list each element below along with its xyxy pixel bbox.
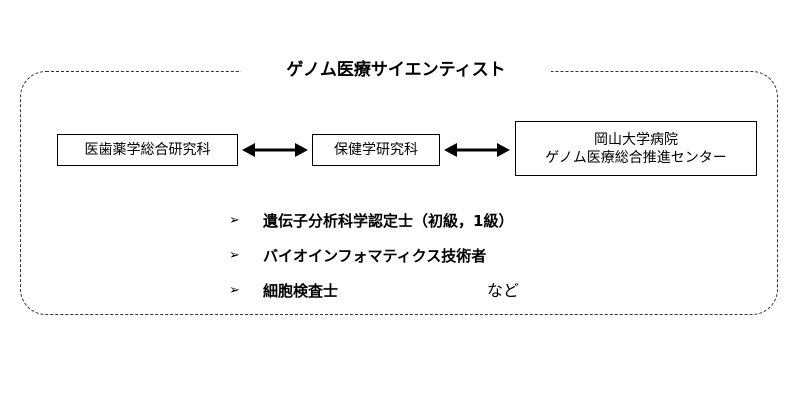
box-label-line2: ゲノム医療総合推進センター [545,149,727,166]
box-label: 医歯薬学総合研究科 [84,142,211,158]
box-graduate-school-health-sciences: 保健学研究科 [312,134,440,166]
box-label-line1: 岡山大学病院 [594,131,678,148]
list-item-text: 細胞検査士 [263,282,339,300]
double-arrow-icon [242,143,308,157]
box-graduate-school-medicine-dentistry-pharmacy: 医歯薬学総合研究科 [57,134,238,166]
list-item-text: 遺伝子分析科学認定士（初級，1級） [263,212,514,230]
double-arrow-icon [444,143,510,157]
arrow-bullet-icon: ➢ [229,283,240,298]
etc-label: など [487,281,520,300]
scientist-frame [20,71,778,315]
arrow-bullet-icon: ➢ [229,248,240,263]
list-item-text: バイオインフォマティクス技術者 [263,247,487,265]
diagram-title: ゲノム医療サイエンティスト [241,57,551,83]
box-label: 保健学研究科 [334,142,418,158]
arrow-bullet-icon: ➢ [229,213,240,228]
box-okayama-university-hospital: 岡山大学病院 ゲノム医療総合推進センター [515,121,757,176]
